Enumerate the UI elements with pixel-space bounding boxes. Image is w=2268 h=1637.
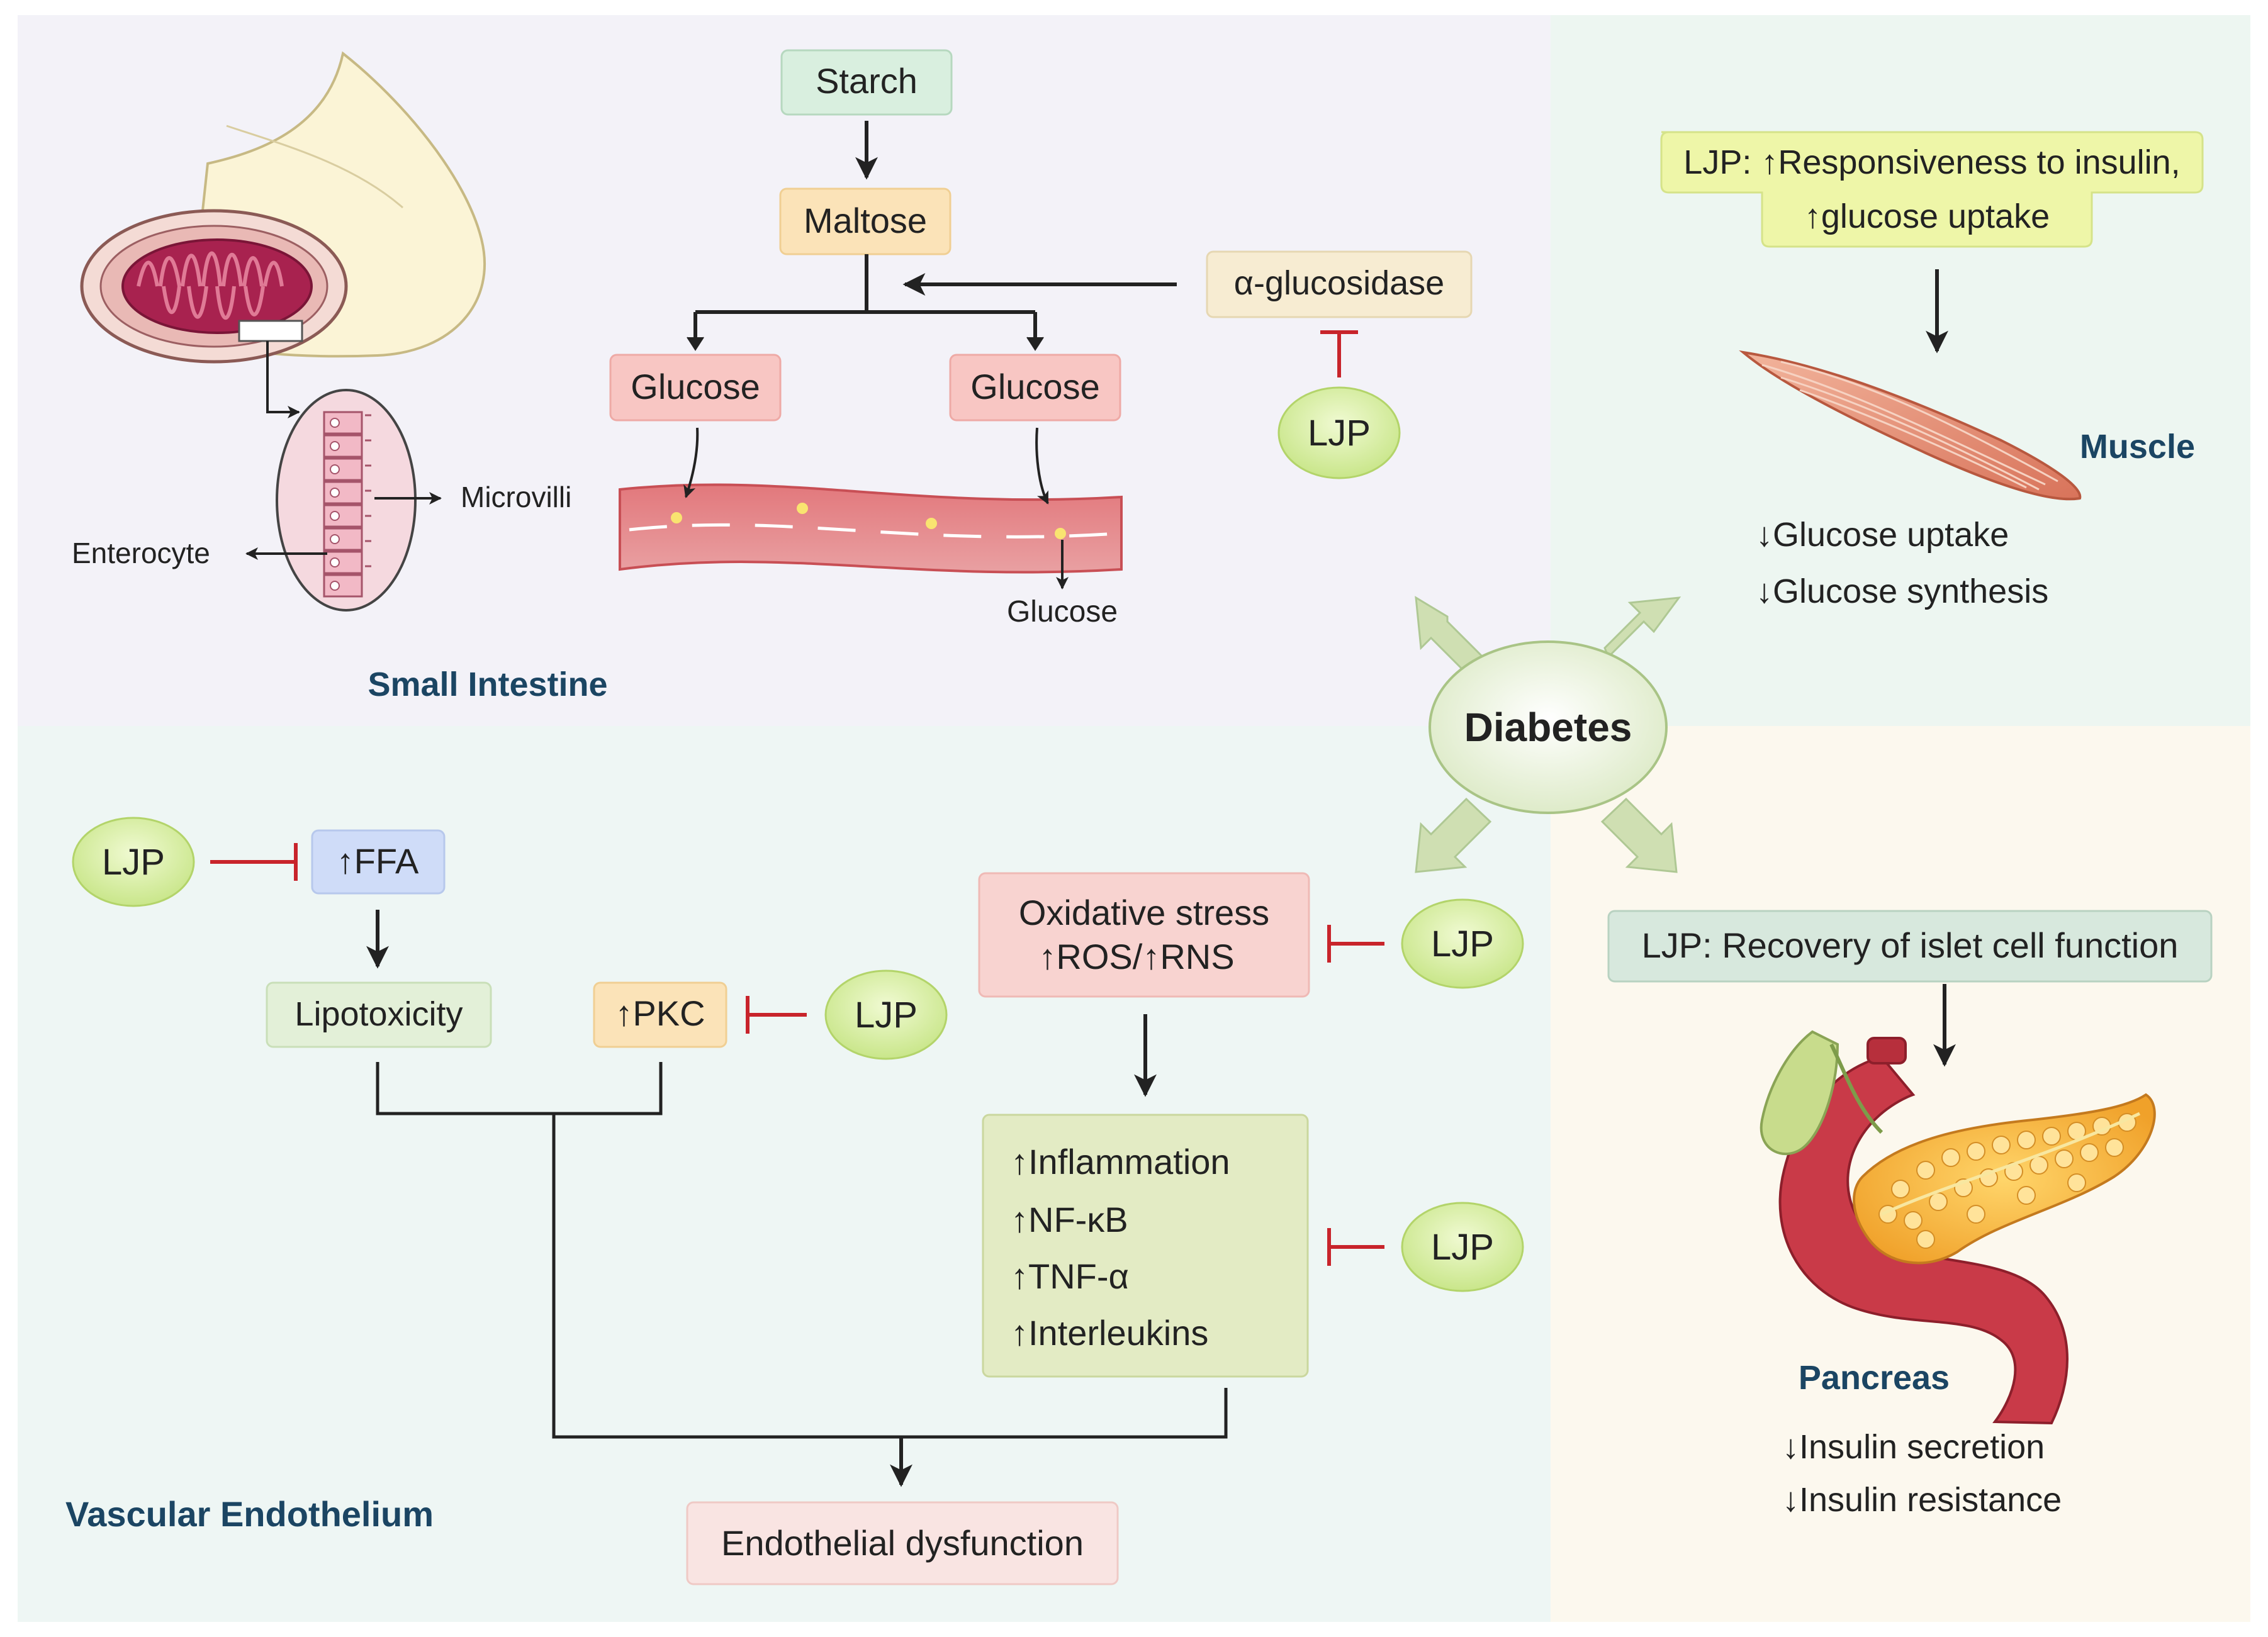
small-intestine-title: Small Intestine xyxy=(368,666,607,703)
inhibit-ljp-oxidative xyxy=(1327,925,1384,963)
glucose-left-label: Glucose xyxy=(631,367,760,406)
oxidative-line2: ↑ROS/↑RNS xyxy=(1038,937,1234,976)
inflammation-item-2: ↑TNF-α xyxy=(1011,1256,1129,1296)
pancreas-title: Pancreas xyxy=(1799,1359,1950,1397)
muscle-effect-2: ↓Glucose synthesis xyxy=(1756,573,2048,610)
oxidative-box xyxy=(978,872,1310,998)
ljp-enzyme-label: LJP xyxy=(1308,413,1371,454)
blood-vessel-flow-line xyxy=(629,523,1118,539)
maltose-split-left-arrow xyxy=(687,337,704,351)
muscle-title: Muscle xyxy=(2080,428,2195,466)
pkc-box xyxy=(593,981,727,1048)
pancreas-effect-2: ↓Insulin resistance xyxy=(1782,1481,2062,1519)
muscle-illustration xyxy=(1739,350,2082,501)
ljp-oxidative-label: LJP xyxy=(1431,924,1494,964)
inhibit-ljp-pkc xyxy=(746,996,807,1034)
muscle-effect-1: ↓Glucose uptake xyxy=(1756,516,2009,554)
diabetes-radiating-arrows xyxy=(1415,596,1681,873)
glucose-particles xyxy=(671,503,1066,539)
muscle-ljp-line2: ↑glucose uptake xyxy=(1804,198,2050,235)
intestine-illustration xyxy=(80,51,486,612)
pkc-label: ↑PKC xyxy=(615,993,705,1033)
endothelial-label: Endothelial dysfunction xyxy=(721,1523,1084,1563)
glucose-absorbed-label: Glucose xyxy=(1007,595,1118,629)
maltose-split-connector xyxy=(693,254,1037,345)
pancreas-illustration xyxy=(1760,1030,2156,1425)
diabetes-label: Diabetes xyxy=(1464,705,1632,750)
glucose-left-box xyxy=(609,354,782,422)
inhibit-ljp-enzyme xyxy=(1320,330,1358,377)
muscle-ljp-line1: LJP: ↑Responsiveness to insulin, xyxy=(1683,143,2180,181)
ljp-ffa-node xyxy=(72,817,195,907)
starch-box xyxy=(780,49,953,116)
pancreas-ljp-box xyxy=(1607,910,2213,983)
ljp-inflammation-label: LJP xyxy=(1431,1227,1494,1268)
ljp-pkc-label: LJP xyxy=(855,995,918,1036)
inflammation-item-0: ↑Inflammation xyxy=(1011,1142,1230,1182)
starch-label: Starch xyxy=(816,61,918,101)
ljp-enzyme-node xyxy=(1277,386,1401,479)
microvilli-label: Microvilli xyxy=(461,481,571,513)
diabetes-node xyxy=(1429,640,1668,814)
pancreas-ljp-label: LJP: Recovery of islet cell function xyxy=(1642,925,2179,965)
inhibit-ljp-inflammation xyxy=(1327,1228,1384,1266)
ljp-pkc-node xyxy=(824,969,948,1060)
lipotoxicity-label: Lipotoxicity xyxy=(295,995,463,1033)
inflammation-box xyxy=(982,1114,1309,1378)
arrow-glucose-left-into-vessel xyxy=(683,427,699,498)
ljp-ffa-label: LJP xyxy=(102,842,165,883)
enterocyte-label: Enterocyte xyxy=(72,537,210,569)
glucose-right-label: Glucose xyxy=(970,367,1099,406)
inflammation-item-3: ↑Interleukins xyxy=(1011,1313,1208,1353)
glucose-right-box xyxy=(949,354,1121,422)
pancreas-effect-1: ↓Insulin secretion xyxy=(1782,1428,2045,1466)
arrow-glucose-right-into-vessel xyxy=(1035,427,1049,505)
ffa-box xyxy=(311,829,446,895)
ffa-label: ↑FFA xyxy=(337,841,419,881)
muscle-ljp-box xyxy=(1660,131,2204,248)
alpha-glucosidase-label: α-glucosidase xyxy=(1234,264,1444,302)
inflammation-item-1: ↑NF-κB xyxy=(1011,1200,1128,1239)
endothelial-box xyxy=(686,1501,1119,1585)
maltose-label: Maltose xyxy=(804,201,927,240)
oxidative-line1: Oxidative stress xyxy=(1019,893,1269,932)
maltose-split-right-arrow xyxy=(1026,337,1044,351)
region-bg-intestine xyxy=(18,15,1551,726)
alpha-glucosidase-box xyxy=(1206,250,1473,318)
blood-vessel xyxy=(619,483,1123,574)
ljp-inflammation-node xyxy=(1401,1202,1524,1292)
vascular-title: Vascular Endothelium xyxy=(65,1494,434,1534)
ljp-oxidative-node xyxy=(1401,898,1524,989)
inhibit-ljp-ffa xyxy=(210,843,298,881)
lipotoxicity-box xyxy=(266,981,492,1048)
connector-lipo-pkc xyxy=(376,1062,1228,1439)
